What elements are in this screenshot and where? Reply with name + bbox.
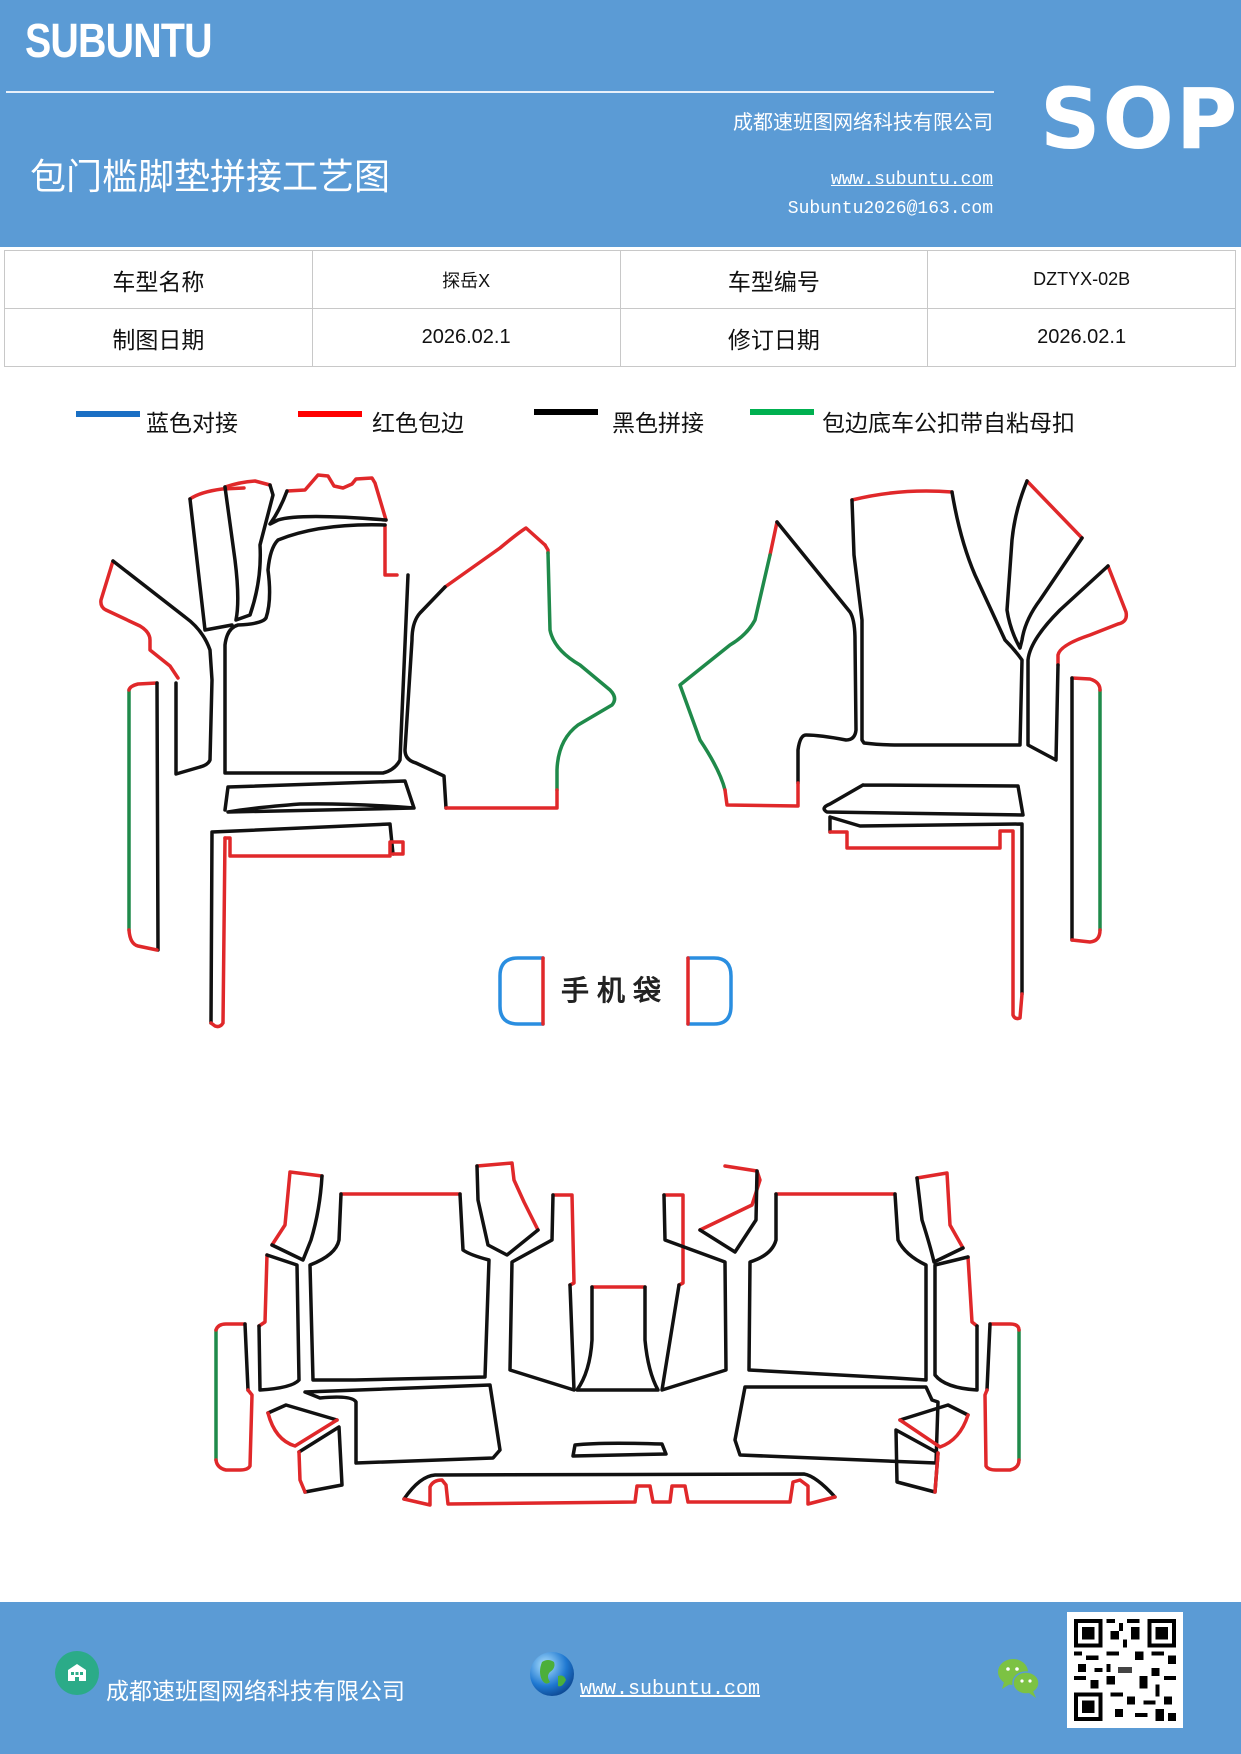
revision-date-label: 修订日期: [619, 308, 929, 367]
model-code-label: 车型编号: [619, 250, 929, 309]
header-divider: [6, 91, 994, 93]
page-header: SUBUNTU 包门槛脚垫拼接工艺图 成都速班图网络科技有限公司 www.sub…: [0, 0, 1241, 247]
blue-line-swatch: [76, 411, 140, 417]
legend-label: 红色包边: [372, 411, 464, 437]
wechat-icon: [998, 1659, 1040, 1698]
legend-label: 黑色拼接: [612, 411, 704, 437]
model-code-value: DZTYX-02B: [927, 250, 1236, 309]
rear-mats: [214, 1161, 1021, 1507]
drawing-date-label: 制图日期: [4, 308, 313, 367]
table-row: 制图日期 2026.02.1 修订日期 2026.02.1: [4, 308, 1236, 367]
building-icon: [55, 1651, 99, 1695]
mat-stitching-diagram: 手机袋: [99, 473, 1129, 1507]
globe-icon: [530, 1652, 574, 1696]
legend-item-red: 红色包边: [298, 398, 464, 438]
email-address: Subuntu2026@163.com: [787, 199, 993, 219]
legend-label: 蓝色对接: [146, 411, 238, 437]
front-left-mats: [99, 473, 617, 1029]
page-footer: 成都速班图网络科技有限公司 www.subuntu.com: [0, 1602, 1241, 1754]
legend-label: 包边底车公扣带自粘母扣: [822, 411, 1075, 437]
footer-company-name: 成都速班图网络科技有限公司: [106, 1679, 405, 1705]
black-line-swatch: [534, 409, 598, 415]
brand-logo: SUBUNTU: [25, 15, 212, 68]
phone-pocket-group: [498, 956, 733, 1026]
footer-website-link[interactable]: www.subuntu.com: [580, 1678, 761, 1701]
red-line-swatch: [298, 411, 362, 417]
sop-badge: SOP: [1040, 70, 1240, 168]
front-right-mats: [678, 479, 1129, 1021]
legend-item-green: 包边底车公扣带自粘母扣: [750, 398, 1075, 438]
qr-code[interactable]: [1067, 1612, 1183, 1728]
page-title: 包门槛脚垫拼接工艺图: [30, 157, 391, 198]
revision-date-value: 2026.02.1: [927, 308, 1236, 367]
vehicle-info-table: 车型名称 探岳X 车型编号 DZTYX-02B 制图日期 2026.02.1 修…: [4, 250, 1236, 367]
table-row: 车型名称 探岳X 车型编号 DZTYX-02B: [4, 250, 1236, 309]
legend-item-black: 黑色拼接: [534, 398, 704, 438]
color-legend: 蓝色对接 红色包边 黑色拼接 包边底车公扣带自粘母扣: [0, 398, 1241, 438]
phone-pocket-label: 手机袋: [561, 974, 669, 1007]
model-name-value: 探岳X: [311, 250, 621, 309]
legend-item-blue: 蓝色对接: [76, 398, 238, 438]
company-name: 成都速班图网络科技有限公司: [733, 110, 993, 134]
model-name-label: 车型名称: [4, 250, 313, 309]
drawing-date-value: 2026.02.1: [311, 308, 621, 367]
qr-code-pattern: [1074, 1619, 1176, 1721]
green-line-swatch: [750, 409, 814, 415]
website-link[interactable]: www.subuntu.com: [830, 170, 993, 190]
